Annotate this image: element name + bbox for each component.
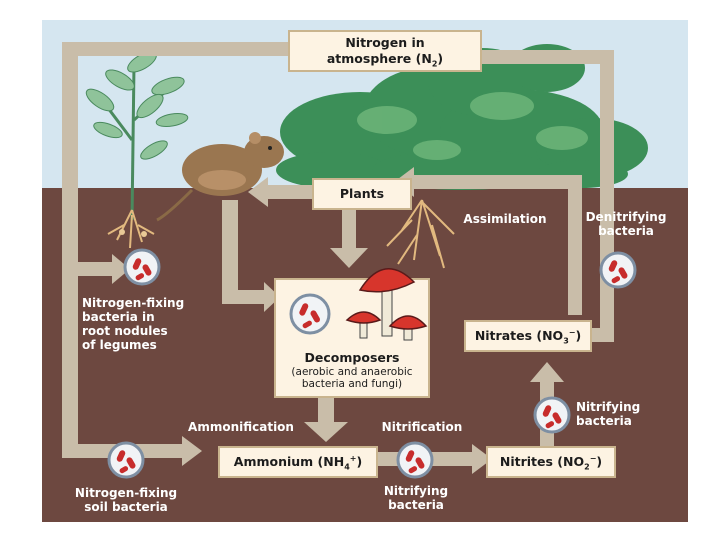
soil-fixing-label: Nitrogen-fixing soil bacteria (74, 486, 178, 514)
arrowhead-plants-down (330, 248, 368, 268)
decomposers-box: Decomposers (aerobic and anaerobic bacte… (274, 278, 430, 398)
arrowhead-to-nodules (112, 254, 130, 284)
arrow-decomposers-down (318, 396, 334, 426)
assimilation-label: Assimilation (463, 212, 547, 226)
arrow-top-right (482, 50, 612, 64)
arrow-left-vertical (62, 42, 78, 458)
bacteria-icon-nitrifying-bottom (396, 441, 434, 479)
decomposers-detail-line2: bacteria and fungi) (301, 378, 403, 390)
arrow-rodent-down (222, 200, 238, 300)
arrow-rodent-right (222, 290, 266, 304)
denitrifying-label: Denitrifying bacteria (585, 210, 667, 238)
root-nodule (141, 231, 147, 237)
arrow-plants-down (342, 210, 356, 250)
cycle-arrows (62, 42, 614, 474)
arrowhead-to-nitrates (530, 362, 564, 382)
ammonium-label: Ammonium (NH4+) (233, 453, 363, 472)
bacteria-icon-nitrifying-right (533, 396, 571, 434)
atmosphere-line1: Nitrogen in (345, 35, 425, 50)
arrowhead-to-decomposers (264, 282, 280, 312)
arrow-top-left (62, 42, 292, 56)
rodent-animal (156, 132, 284, 222)
atmosphere-line2: atmosphere (N2) (326, 51, 444, 69)
arrowhead-plants-left (248, 177, 268, 207)
decomposers-detail-line1: (aerobic and anaerobic (291, 366, 413, 378)
plant-roots (386, 199, 455, 269)
atmosphere-box: Nitrogen in atmosphere (N2) (288, 30, 482, 72)
legume-roots (107, 209, 155, 249)
arrowhead-to-ammonium-down (304, 422, 348, 442)
bacteria-icon-nodules (123, 248, 161, 286)
plant-foliage-highlights (357, 92, 588, 160)
bacteria-icons (107, 248, 637, 479)
root-nodule (119, 229, 125, 235)
plants-label: Plants (339, 186, 385, 201)
nitrogen-cycle-diagram: Decomposers (aerobic and anaerobic bacte… (42, 20, 688, 522)
nitrates-label: Nitrates (NO3−) (474, 327, 582, 346)
nitrifying-bottom-label: Nitrifying bacteria (383, 484, 449, 512)
arrow-assimilation-down (568, 175, 582, 315)
plants-box: Plants (312, 178, 412, 210)
nitrites-label: Nitrites (NO2−) (499, 453, 603, 472)
arrow-assimilation-top (412, 175, 582, 189)
arrowhead-to-nitrites (472, 444, 492, 474)
arrow-right-to-nitrates (590, 328, 614, 342)
arrow-left-to-nodules (78, 262, 114, 276)
bacteria-icon-soil (107, 441, 145, 479)
decomposers-title: Decomposers (304, 350, 400, 365)
legume-leaves (85, 51, 189, 160)
ammonification-label: Ammonification (188, 420, 294, 434)
nitrites-box: Nitrites (NO2−) (486, 446, 616, 478)
ammonium-box: Ammonium (NH4+) (218, 446, 378, 478)
bacteria-icon-denitrifying (599, 251, 637, 289)
arrow-right-vertical (600, 50, 614, 342)
nodules-label: Nitrogen-fixing bacteria in root nodules… (82, 296, 185, 352)
arrowhead-to-ammonium (182, 436, 202, 466)
nitrates-box: Nitrates (NO3−) (464, 320, 592, 352)
nitrification-label: Nitrification (381, 420, 463, 434)
nitrifying-right-label: Nitrifying bacteria (576, 400, 641, 428)
